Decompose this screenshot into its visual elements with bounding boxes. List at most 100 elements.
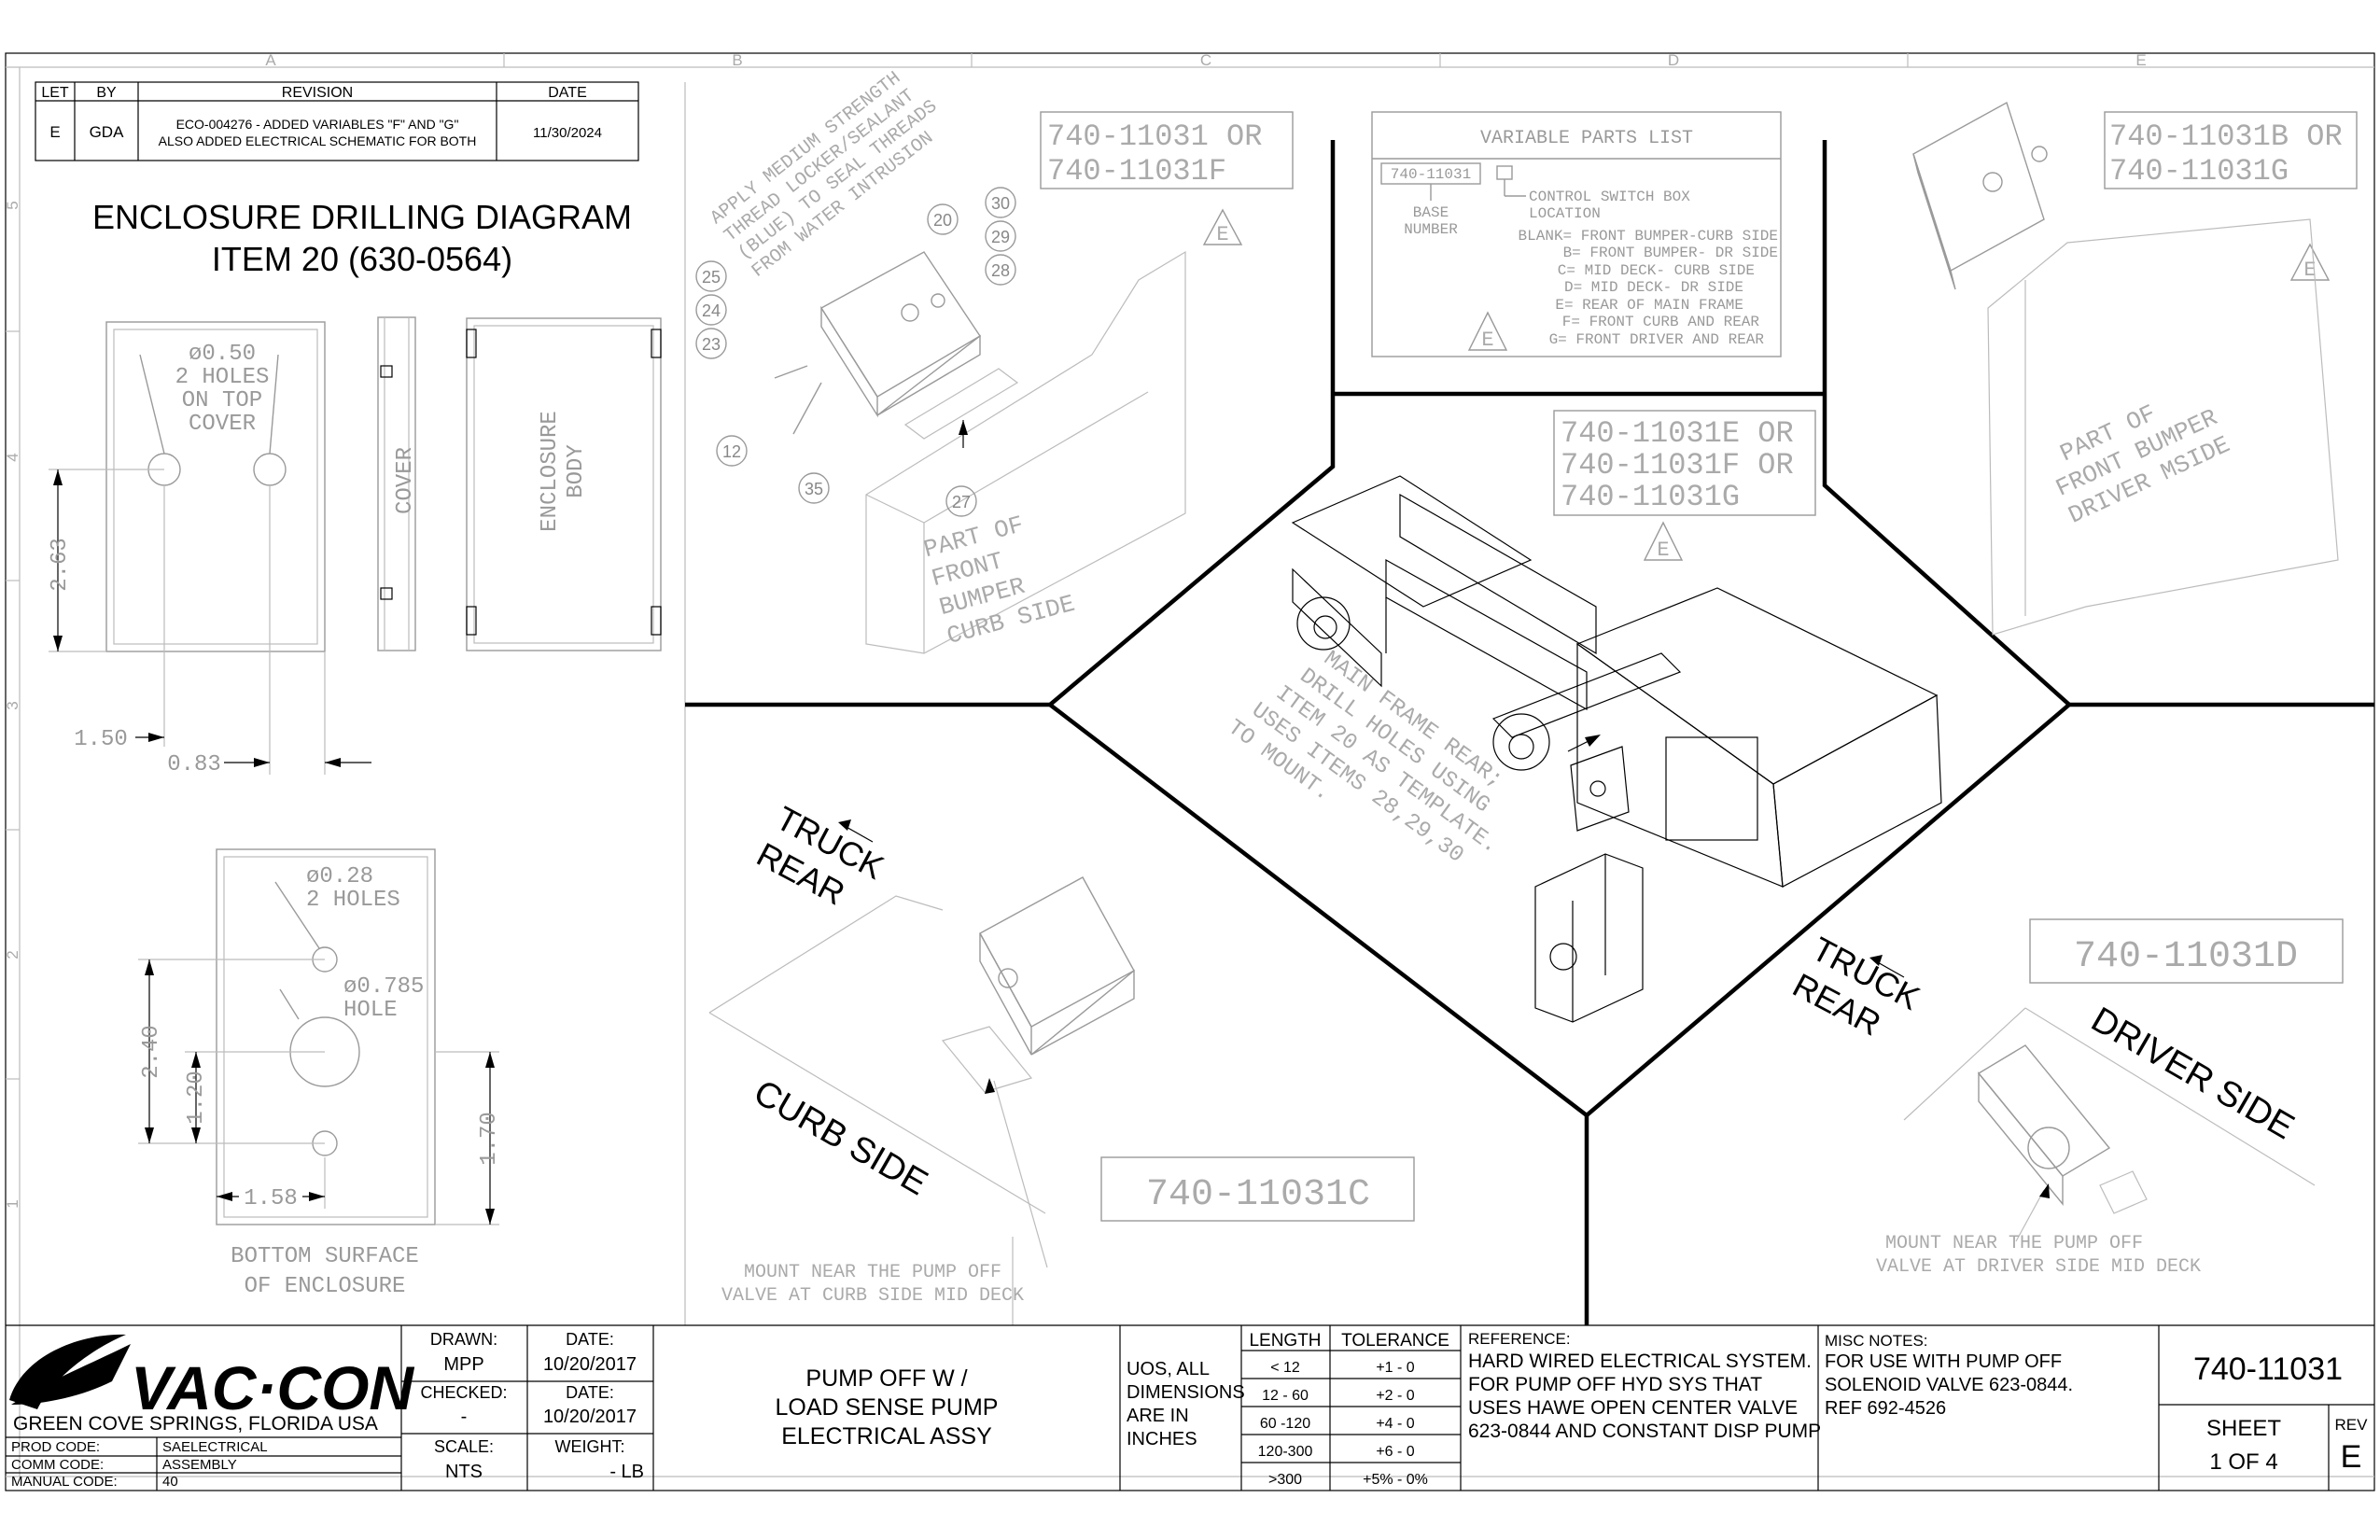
balloon-12: 12 <box>722 442 741 461</box>
company-location: GREEN COVE SPRINGS, FLORIDA USA <box>13 1413 378 1435</box>
tolerance-length: 120-300 <box>1258 1444 1313 1460</box>
balloon-29: 29 <box>991 228 1010 246</box>
drawing-description: ELECTRICAL ASSY <box>781 1423 992 1449</box>
rev-triangle-letter: E <box>2303 259 2316 282</box>
zone-rows: 5 4 3 2 1 <box>4 201 21 1208</box>
vac-con-logo: VAC·CON <box>9 1334 414 1422</box>
variable-item: C= MID DECK- CURB SIDE <box>1558 262 1755 279</box>
comm-code-value: ASSEMBLY <box>162 1457 237 1473</box>
zone-columns: A B C D E <box>265 51 2146 69</box>
dim-1-20: 1.20 <box>184 1071 209 1125</box>
drawn-by: MPP <box>443 1354 483 1375</box>
reference-line: HARD WIRED ELECTRICAL SYSTEM. <box>1468 1351 1812 1372</box>
variable-item: G= FRONT DRIVER AND REAR <box>1549 331 1765 348</box>
view-driver-side-mid-deck: 740-11031D TRUCK REAR DRIVER SIDE MOUNT … <box>1786 918 2344 1278</box>
sheet-label: SHEET <box>2206 1416 2281 1441</box>
center-hole-callout: ø0.785 <box>343 974 424 1000</box>
drilling-diagram: ENCLOSURE DRILLING DIAGRAM ITEM 20 (630-… <box>48 198 662 1299</box>
top-hole-callout: COVER <box>189 412 256 437</box>
zone-col: B <box>732 51 742 69</box>
mount-note: VALVE AT DRIVER SIDE MID DECK <box>1876 1256 2201 1278</box>
base-label: NUMBER <box>1404 221 1458 238</box>
dim-0-83: 0.83 <box>167 752 221 777</box>
balloon-30: 30 <box>991 194 1010 213</box>
drilling-subtitle: ITEM 20 (630-0564) <box>212 240 512 278</box>
top-hole <box>253 453 287 486</box>
rev-triangle <box>1467 311 1508 351</box>
dim-1-50: 1.50 <box>74 727 128 752</box>
reference-line: 623-0844 AND CONSTANT DISP PUMP <box>1468 1421 1821 1442</box>
part-number: 740-11031G <box>1561 480 1740 514</box>
checked-label: CHECKED: <box>420 1383 507 1402</box>
zone-row: 3 <box>4 701 21 709</box>
rev-value: E <box>2341 1439 2362 1475</box>
dim-1-58: 1.58 <box>244 1186 298 1211</box>
zone-col: A <box>265 51 276 69</box>
rev-description: ECO-004276 - ADDED VARIABLES "F" AND "G" <box>176 117 459 132</box>
bottom-surface-outline <box>216 848 436 1225</box>
part-number: 740-11031 OR <box>1047 119 1262 154</box>
control-label: CONTROL SWITCH BOX <box>1529 189 1690 205</box>
bottom-surface-label: BOTTOM SURFACE <box>231 1244 419 1269</box>
logo-text: VAC·CON <box>131 1353 414 1422</box>
variable-item: E= REAR OF MAIN FRAME <box>1555 297 1743 314</box>
control-label: LOCATION <box>1529 205 1601 222</box>
comm-code-label: COMM CODE: <box>11 1457 104 1473</box>
zone-col: E <box>2135 51 2146 69</box>
balloon-24: 24 <box>702 301 721 320</box>
part-number: 740-11031C <box>1146 1174 1370 1216</box>
balloon-25: 25 <box>702 268 721 287</box>
view-dividers <box>685 140 2374 1325</box>
rev-description: ALSO ADDED ELECTRICAL SCHEMATIC FOR BOTH <box>159 133 477 148</box>
prod-code-value: SAELECTRICAL <box>162 1439 268 1455</box>
rev-label: REV <box>2335 1416 2369 1434</box>
base-label: BASE <box>1413 204 1449 221</box>
top-hole-callout: ON TOP <box>182 388 262 413</box>
manual-code-value: 40 <box>162 1474 178 1490</box>
rev-header-by: BY <box>96 85 117 101</box>
rev-header-date: DATE <box>548 85 586 101</box>
tolerance-length: 60 -120 <box>1260 1416 1310 1432</box>
rev-triangle-letter: E <box>1657 539 1669 562</box>
rev-by: GDA <box>90 123 125 141</box>
misc-note: REF 692-4526 <box>1825 1398 1946 1419</box>
variable-parts-title: VARIABLE PARTS LIST <box>1480 128 1693 149</box>
variable-item: B= FRONT BUMPER- DR SIDE <box>1563 245 1778 261</box>
misc-notes-label: MISC NOTES: <box>1825 1332 1928 1350</box>
balloon-35: 35 <box>805 480 823 498</box>
enclosure-body-outline <box>466 317 662 651</box>
part-number: 740-11031F OR <box>1561 448 1794 483</box>
rev-letter: E <box>49 123 60 141</box>
zone-col: D <box>1668 51 1679 69</box>
scale-label: SCALE: <box>434 1437 494 1456</box>
title-block: VAC·CON GREEN COVE SPRINGS, FLORIDA USA … <box>6 1324 2374 1491</box>
view-front-bumper-curb: 740-11031 OR 740-11031F E APPLY MEDIUM S… <box>695 67 1294 654</box>
top-cover-outline <box>105 321 326 652</box>
part-number: 740-11031G <box>2109 154 2289 189</box>
tolerance-length: 12 - 60 <box>1262 1388 1309 1404</box>
top-hole-callout: 2 HOLES <box>175 365 270 390</box>
prod-code-label: PROD CODE: <box>11 1439 100 1455</box>
part-number-box <box>1040 111 1294 189</box>
weight-label: WEIGHT: <box>555 1437 625 1456</box>
dim-1-70: 1.70 <box>477 1112 502 1166</box>
zone-row: 1 <box>4 1199 21 1208</box>
rev-header-revision: REVISION <box>282 85 353 101</box>
uos-note: INCHES <box>1127 1429 1197 1449</box>
mount-note: MOUNT NEAR THE PUMP OFF <box>744 1262 1001 1283</box>
drawn-label: DRAWN: <box>430 1330 497 1349</box>
sheet-number: 1 OF 4 <box>2209 1449 2277 1475</box>
uos-note: DIMENSIONS <box>1127 1382 1245 1403</box>
dim-2-40: 2.40 <box>139 1025 164 1079</box>
drawing-description: PUMP OFF W / <box>805 1365 967 1392</box>
mount-note: MOUNT NEAR THE PUMP OFF <box>1885 1233 2143 1254</box>
drawn-date: 10/20/2017 <box>543 1354 637 1375</box>
zone-row: 5 <box>4 201 21 209</box>
tolerance-length: >300 <box>1268 1472 1302 1488</box>
view-main-frame-rear: 740-11031E OR 740-11031F OR 740-11031G E… <box>1223 410 1942 1023</box>
view-front-bumper-driver: 740-11031B OR 740-11031G E PART OF FRONT… <box>1912 101 2358 636</box>
part-number: 740-11031E OR <box>1561 416 1794 451</box>
rev-triangle <box>2289 243 2331 281</box>
enclosure-body-label: ENCLOSURE <box>538 411 563 532</box>
zone-row: 2 <box>4 950 21 959</box>
